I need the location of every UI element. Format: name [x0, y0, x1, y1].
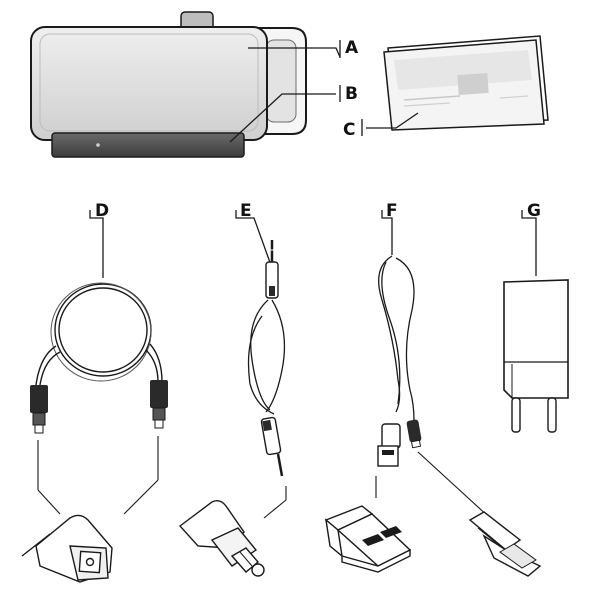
- optical-plug-left: [30, 385, 48, 434]
- dock-base: [51, 132, 245, 158]
- callout-c: C: [343, 112, 419, 140]
- aux-cable: [247, 299, 286, 415]
- usb-zoom-lines: [375, 451, 491, 519]
- label-e: E: [240, 201, 252, 221]
- callout-d: D: [89, 201, 109, 278]
- callout-f: F: [381, 201, 398, 255]
- optical-plug-detail: [21, 514, 113, 583]
- aux-plug-detail: [178, 499, 265, 577]
- label-c: C: [343, 120, 355, 140]
- label-a: A: [345, 38, 359, 58]
- usb-a-plug-small: [377, 423, 401, 467]
- aux-plug-top: [265, 240, 279, 299]
- usb-cable: [378, 255, 415, 421]
- callout-e: E: [235, 201, 273, 269]
- manual-booklet: [383, 35, 549, 131]
- optical-plug-right: [150, 380, 168, 429]
- device-body: [30, 26, 268, 141]
- callout-a: A: [248, 38, 359, 58]
- optical-cable: [35, 282, 163, 386]
- adapter-pin-left: [511, 397, 521, 433]
- adapter-pin-right: [547, 397, 557, 433]
- callout-g: G: [521, 201, 541, 276]
- optical-zoom-lines: [37, 436, 159, 515]
- micro-usb-plug-small: [406, 419, 422, 449]
- usb-a-plug-detail: [324, 505, 412, 573]
- aux-plug-bottom: [260, 416, 284, 477]
- aux-zoom-lines: [263, 486, 287, 519]
- label-b: B: [345, 84, 358, 104]
- callout-b: B: [229, 84, 358, 143]
- label-f: F: [386, 201, 398, 221]
- micro-usb-plug-detail: [468, 511, 542, 577]
- power-adapter: [503, 279, 569, 433]
- label-d: D: [95, 201, 109, 221]
- speaker-device: [30, 11, 307, 158]
- label-g: G: [527, 201, 541, 221]
